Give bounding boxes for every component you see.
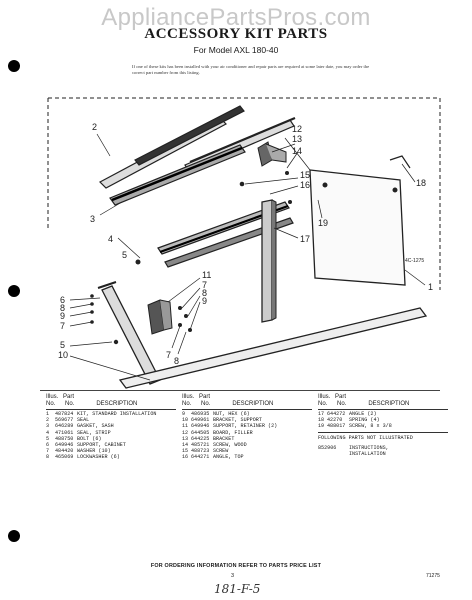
callout-2: 2 <box>92 122 97 132</box>
frame-outline <box>47 97 441 290</box>
hardware-group <box>90 171 292 345</box>
page-subtitle: For Model AXL 180-40 <box>193 45 279 55</box>
column-1-header: Illus.Part No.No.DESCRIPTION <box>46 394 138 407</box>
seal-strip-4 <box>157 201 294 268</box>
callout-7: 7 <box>60 321 65 331</box>
callout-8c: 8 <box>174 356 179 366</box>
callout-16: 16 <box>300 180 310 190</box>
callout-4: 4 <box>108 234 113 244</box>
callout-13: 13 <box>292 134 302 144</box>
not-illustrated-heading: FOLLOWING PARTS NOT ILLUSTRATED <box>318 434 413 441</box>
callout-8b: 8 <box>202 288 207 298</box>
callout-7b: 7 <box>202 280 207 290</box>
binder-hole-middle <box>8 285 20 297</box>
handwritten-note: 181-F-5 <box>214 582 261 596</box>
table-row: INSTALLATION <box>349 451 386 458</box>
callout-6: 6 <box>60 295 65 305</box>
callout-18: 18 <box>416 178 426 188</box>
callout-1: 1 <box>428 282 433 292</box>
install-note: If one of these kits has been installed … <box>132 64 370 75</box>
binder-hole-top <box>8 60 20 72</box>
support-cabinet-6 <box>101 285 161 385</box>
spring-18 <box>389 155 411 169</box>
filler-board-12 <box>309 169 406 286</box>
callout-7c: 7 <box>166 350 171 360</box>
doc-code: 71275 <box>426 573 440 579</box>
callout-11: 11 <box>202 270 211 280</box>
callout-17: 17 <box>300 234 310 244</box>
callout-5: 5 <box>122 250 127 260</box>
bracket-support-10 <box>118 307 428 389</box>
callout-3: 3 <box>90 214 95 224</box>
exploded-parts-diagram: 2 3 4 5 12 13 14 15 16 17 18 19 1 6 8 9 … <box>47 97 441 389</box>
callout-9: 9 <box>60 311 65 321</box>
column-2-header: Illus.Part No.No.DESCRIPTION <box>182 394 274 407</box>
callout-15: 15 <box>300 170 310 180</box>
callout-19: 19 <box>318 218 328 228</box>
column-3-header: Illus.Part No.No.DESCRIPTION <box>318 394 410 407</box>
diagram-code: 4C-1275 <box>405 258 424 264</box>
binder-hole-bottom <box>8 530 20 542</box>
callout-14: 14 <box>292 146 302 156</box>
ordering-footer: FOR ORDERING INFORMATION REFER TO PARTS … <box>150 563 322 569</box>
watermark: AppliancePartsPros.com <box>101 4 371 31</box>
gasket-sash-3 <box>109 144 246 206</box>
callout-10: 10 <box>58 350 68 360</box>
page-title: ACCESSORY KIT PARTS <box>144 26 328 42</box>
callout-5b: 5 <box>60 340 65 350</box>
callout-numbers: 2 3 4 5 12 13 14 15 16 17 18 19 1 6 8 9 … <box>58 122 433 366</box>
page-number: 3 <box>231 573 235 579</box>
angle-17 <box>261 199 273 323</box>
callout-9b: 9 <box>202 296 207 306</box>
callout-12: 12 <box>292 124 302 134</box>
table-top-rule <box>40 390 440 391</box>
callout-8: 8 <box>60 303 65 313</box>
leader-lines <box>69 133 426 381</box>
